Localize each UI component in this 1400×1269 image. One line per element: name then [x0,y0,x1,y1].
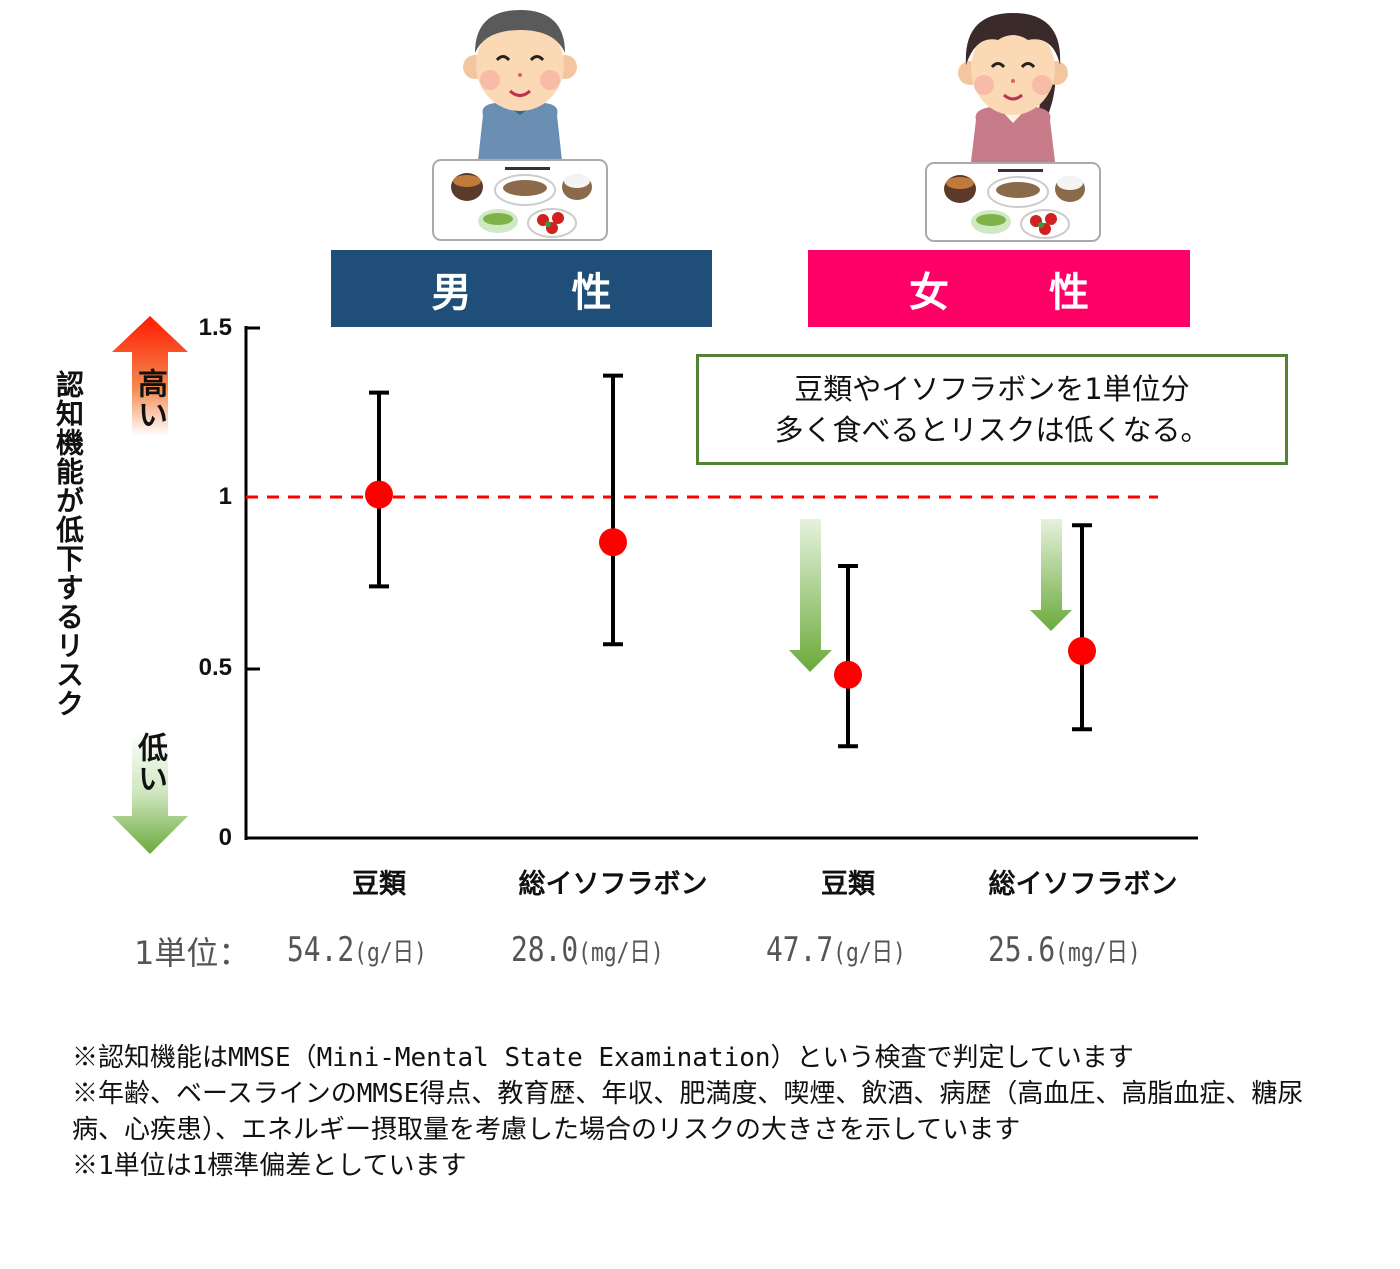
female-banner-char-2: 性 [1049,269,1089,316]
data-point [365,480,393,509]
unit-suffix: (g/日) [833,938,906,968]
female-banner-char-1: 女 [909,269,949,316]
unit-suffix: (mg/日) [578,938,664,968]
unit-suffix: (g/日) [354,938,427,968]
footnote: ※年齢、ベースラインのMMSE得点、教育歴、年収、肥満度、喫煙、飲酒、病歴（高血… [72,1079,1304,1145]
male-banner: 男 性 [331,250,712,327]
x-category-label: 豆類 [821,869,875,900]
unit-value: 54.2(g/日) [287,930,427,970]
decrease-arrow-icon [1030,519,1072,631]
unit-value: 25.6(mg/日) [988,930,1141,970]
unit-number: 47.7 [766,930,834,970]
y-tick-1: 1 [218,483,232,510]
footnote: ※1単位は1標準偏差としています [72,1151,467,1181]
data-point [1068,637,1096,665]
unit-row-label: 1単位： [134,934,251,972]
unit-number: 54.2 [287,930,355,970]
unit-value: 28.0(mg/日) [511,930,664,970]
woman-eating-illustration [918,5,1108,245]
unit-suffix: (mg/日) [1055,938,1141,968]
risk-high-label: 高い [132,368,167,430]
risk-high-arrow-icon [112,316,188,436]
annotation-box: 豆類やイソフラボンを1単位分 多く食べるとリスクは低くなる。 [696,354,1288,465]
data-point [834,660,862,689]
plot-area [244,326,1198,840]
y-axis-title: 認知機能が低下するリスク [52,370,85,718]
male-banner-char-1: 男 [431,269,472,316]
female-banner: 女 性 [808,250,1190,327]
annotation-line-2: 多く食べるとリスクは低くなる。 [774,412,1210,447]
annotation-line-1: 豆類やイソフラボンを1単位分 [794,372,1190,407]
x-category-label: 総イソフラボン [518,869,708,900]
man-eating-illustration [425,5,615,245]
x-category-label: 豆類 [352,869,406,900]
unit-number: 25.6 [988,930,1056,970]
y-tick-1.5: 1.5 [198,314,232,341]
unit-number: 28.0 [511,930,579,970]
data-point [599,528,627,557]
footnote: ※認知機能はMMSE（Mini-Mental State Examination… [72,1043,1134,1073]
risk-low-label: 低い [132,732,167,794]
decrease-arrow-icon [789,519,832,672]
y-tick-0: 0 [218,824,232,851]
y-tick-0.5: 0.5 [198,654,232,681]
unit-value: 47.7(g/日) [766,930,906,970]
x-category-label: 総イソフラボン [988,869,1178,900]
footnotes: ※認知機能はMMSE（Mini-Mental State Examination… [72,1040,1342,1184]
male-banner-char-2: 性 [571,269,612,316]
risk-low-arrow-icon [112,732,188,854]
